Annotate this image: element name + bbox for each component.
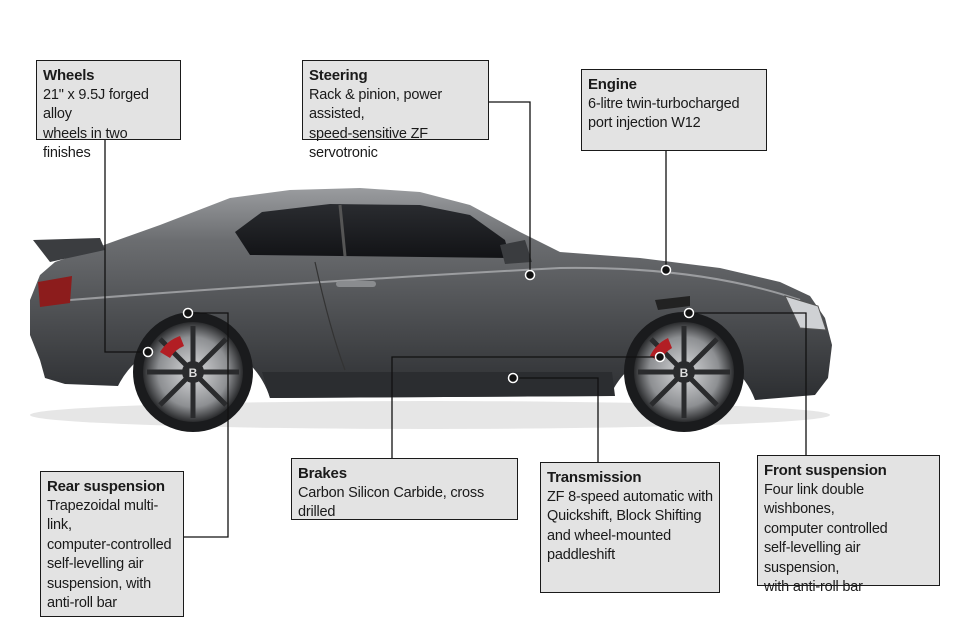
wheels-dot [142,346,154,358]
engine-callout: Engine 6-litre twin-turbocharged port in… [581,69,767,151]
b-pillar [338,204,347,257]
front-suspension-dot [683,307,695,319]
transmission-dot [507,372,519,384]
steering-leader [488,101,531,275]
leader-lines [104,101,807,538]
brakes-callout: Brakes Carbon Silicon Carbide, cross dri… [291,458,518,520]
transmission-text: ZF 8-speed automatic with Quickshift, Bl… [547,488,713,564]
rear-suspension-leader [183,312,229,538]
front-wheel-badge: B [680,366,689,380]
transmission-leader [513,377,599,462]
car-illustration: B B [30,188,832,432]
transmission-callout: Transmission ZF 8-speed automatic with Q… [540,462,720,593]
taillight [38,276,72,307]
rear-suspension-callout: Rear suspension Trapezoidal multi-link, … [40,471,184,617]
front-vent [655,296,690,310]
front-suspension-text: Four link double wishbones, computer con… [764,481,888,596]
shoulder-line [69,266,801,301]
engine-text: 6-litre twin-turbocharged port injection… [588,95,740,132]
side-mirror [500,240,532,264]
leader-dots [142,264,695,384]
steering-text: Rack & pinion, power assisted, speed-sen… [309,86,443,162]
door-line [314,261,346,371]
wheels-leader [104,140,148,353]
front-suspension-title: Front suspension [764,462,887,479]
wheels-callout: Wheels 21" x 9.5J forged alloy wheels in… [36,60,181,161]
front-wheel: B [624,312,744,432]
front-suspension-leader [689,312,807,455]
engine-dot [660,264,672,276]
rear-suspension-dot [182,307,194,319]
steering-dot [524,269,536,281]
rear-wheel-badge: B [189,366,198,380]
side-window [235,204,510,258]
brakes-leader [391,356,660,458]
side-sill [262,372,615,398]
rear-wheel: B [133,312,253,432]
steering-title: Steering [309,67,368,84]
door-handle [336,281,376,287]
wheels-text: 21" x 9.5J forged alloy wheels in two fi… [43,86,149,162]
brakes-dot [654,351,666,363]
transmission-title: Transmission [547,469,642,486]
rear-suspension-text: Trapezoidal multi-link, computer-control… [47,497,172,612]
front-suspension-callout: Front suspension Four link double wishbo… [757,455,940,595]
brakes-title: Brakes [298,465,347,482]
wheels-title: Wheels [43,67,95,84]
engine-title: Engine [588,76,637,93]
rear-suspension-title: Rear suspension [47,478,165,495]
brakes-text: Carbon Silicon Carbide, cross drilled [298,484,485,521]
rear-caliper [160,336,184,358]
rear-spoiler [33,238,105,262]
steering-callout: Steering Rack & pinion, power assisted, … [302,60,489,161]
